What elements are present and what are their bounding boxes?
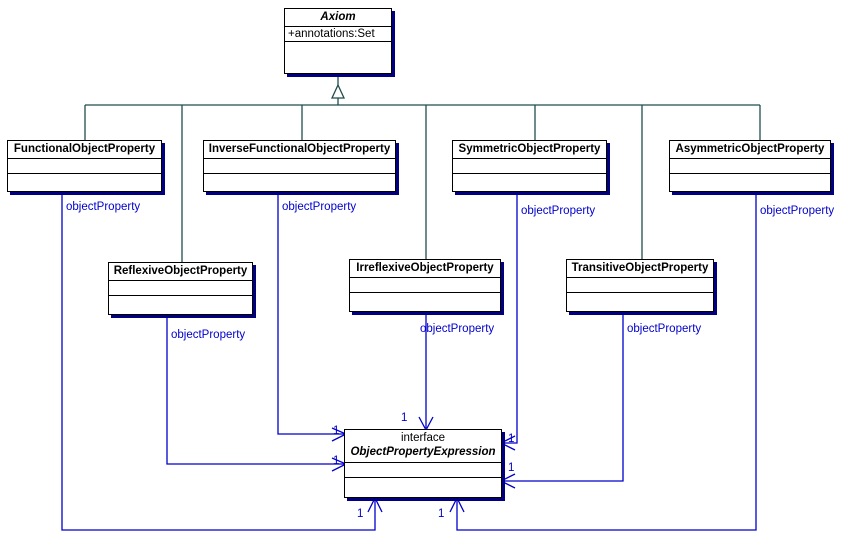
class-title-functional-object-property: FunctionalObjectProperty — [8, 141, 161, 160]
class-box-symmetric-object-property[interactable]: SymmetricObjectProperty — [452, 140, 607, 192]
class-title-reflexive-object-property: ReflexiveObjectProperty — [109, 263, 252, 282]
assoc-arrow-asymmetric — [449, 496, 465, 513]
generalization-lines — [84, 74, 761, 262]
class-operations-transitive-object-property — [567, 293, 713, 307]
role-label-symmetric: objectProperty — [521, 205, 596, 217]
assoc-asymmetric — [456, 193, 757, 531]
assoc-arrow-functional — [367, 496, 383, 513]
class-title-axiom: Axiom — [285, 9, 391, 28]
class-title-symmetric-object-property: SymmetricObjectProperty — [453, 141, 606, 160]
multiplicity-left-upper: 1 — [333, 425, 340, 437]
stereotype-interface: interface — [400, 432, 446, 444]
class-attributes-object-property-expression — [345, 463, 501, 478]
class-title-object-property-expression: interface ObjectPropertyExpression — [345, 430, 501, 463]
interface-name: ObjectPropertyExpression — [350, 446, 496, 459]
class-operations-inverse-functional-object-property — [204, 174, 395, 188]
class-title-irreflexive-object-property: IrreflexiveObjectProperty — [350, 260, 500, 279]
class-box-transitive-object-property[interactable]: TransitiveObjectProperty — [566, 259, 714, 312]
class-box-irreflexive-object-property[interactable]: IrreflexiveObjectProperty — [349, 259, 501, 312]
class-title-asymmetric-object-property: AsymmetricObjectProperty — [670, 141, 830, 160]
class-attributes-reflexive-object-property — [109, 281, 252, 297]
assoc-symmetric — [503, 193, 518, 444]
assoc-inverse-functional — [277, 193, 344, 435]
class-operations-axiom — [285, 42, 391, 56]
role-label-inverse-functional: objectProperty — [282, 201, 357, 213]
class-box-inverse-functional-object-property[interactable]: InverseFunctionalObjectProperty — [203, 140, 396, 192]
multiplicity-bottom-right: 1 — [438, 508, 445, 520]
class-operations-irreflexive-object-property — [350, 293, 500, 307]
assoc-reflexive — [166, 316, 344, 465]
class-attributes-functional-object-property — [8, 159, 161, 175]
role-label-transitive: objectProperty — [627, 323, 702, 335]
class-box-functional-object-property[interactable]: FunctionalObjectProperty — [7, 140, 162, 192]
class-operations-symmetric-object-property — [453, 174, 606, 188]
role-label-functional: objectProperty — [66, 201, 141, 213]
class-operations-reflexive-object-property — [109, 296, 252, 310]
class-box-object-property-expression[interactable]: interface ObjectPropertyExpression — [344, 429, 502, 498]
class-box-reflexive-object-property[interactable]: ReflexiveObjectProperty — [108, 262, 253, 315]
class-operations-asymmetric-object-property — [670, 174, 830, 188]
multiplicity-right-lower: 1 — [508, 462, 515, 474]
class-attributes-asymmetric-object-property — [670, 159, 830, 175]
assoc-functional — [61, 193, 376, 531]
class-operations-functional-object-property — [8, 174, 161, 188]
class-attributes-irreflexive-object-property — [350, 278, 500, 294]
multiplicity-bottom-left: 1 — [357, 508, 364, 520]
class-title-transitive-object-property: TransitiveObjectProperty — [567, 260, 713, 279]
role-label-asymmetric: objectProperty — [760, 205, 835, 217]
class-attributes-symmetric-object-property — [453, 159, 606, 175]
multiplicity-top: 1 — [401, 412, 408, 424]
association-lines — [61, 193, 757, 531]
class-attributes-axiom: +annotations:Set — [285, 27, 391, 43]
generalization-arrowhead — [330, 83, 346, 99]
multiplicity-right-upper: 1 — [508, 433, 515, 445]
role-label-irreflexive: objectProperty — [420, 323, 495, 335]
assoc-transitive — [503, 312, 624, 482]
class-box-axiom[interactable]: Axiom +annotations:Set — [284, 8, 392, 74]
class-operations-object-property-expression — [345, 478, 501, 492]
class-box-asymmetric-object-property[interactable]: AsymmetricObjectProperty — [669, 140, 831, 192]
multiplicity-left-lower: 1 — [333, 455, 340, 467]
role-label-reflexive: objectProperty — [171, 329, 246, 341]
class-title-inverse-functional-object-property: InverseFunctionalObjectProperty — [204, 141, 395, 160]
class-attributes-inverse-functional-object-property — [204, 159, 395, 175]
class-attributes-transitive-object-property — [567, 278, 713, 294]
